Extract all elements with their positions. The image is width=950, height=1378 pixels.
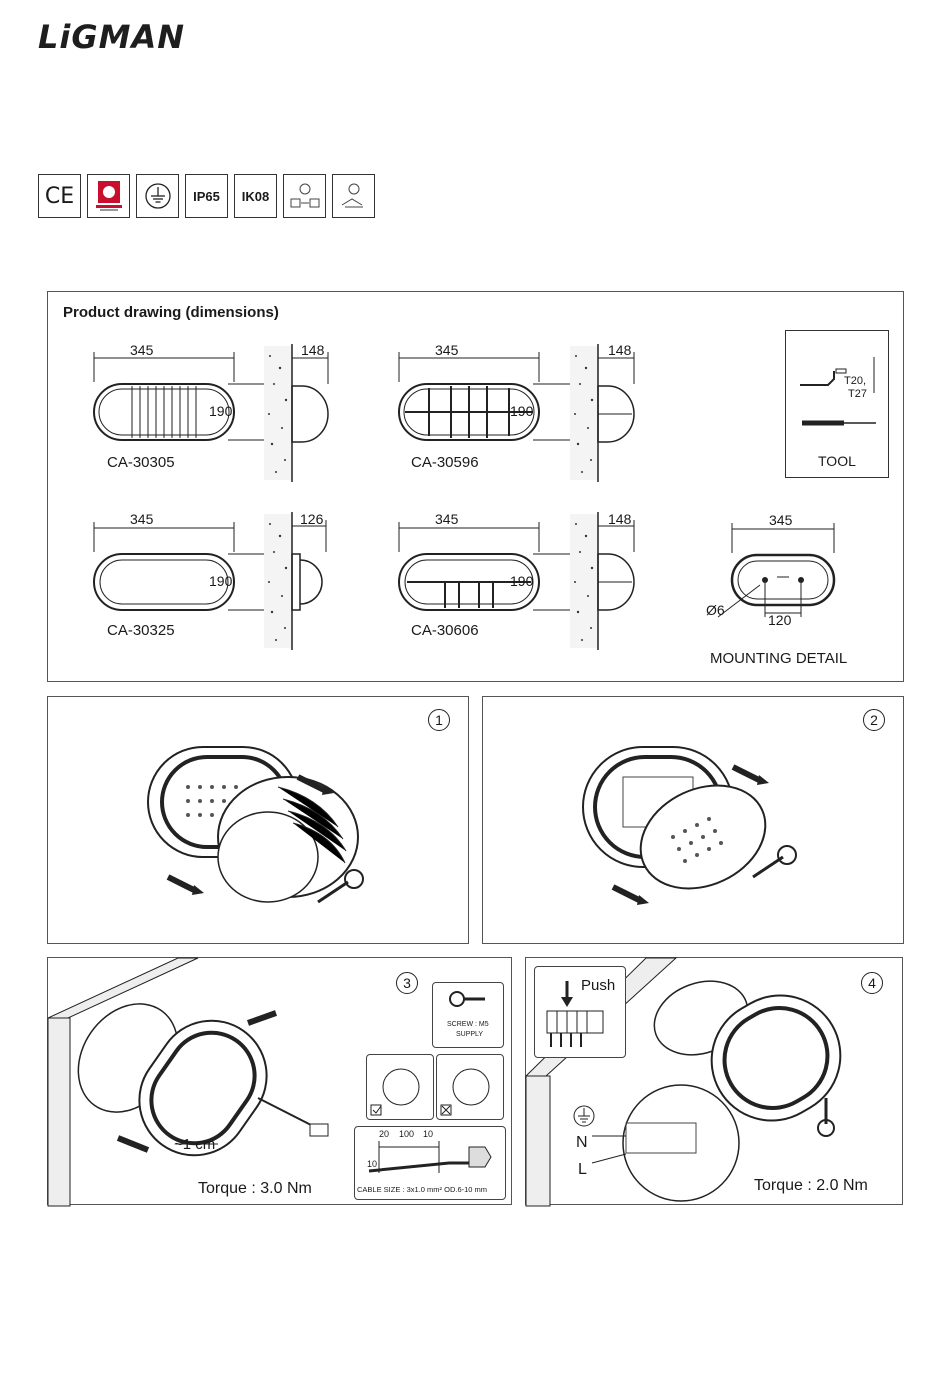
incorrect-install-box (436, 1054, 504, 1120)
strip-dim-2: 100 (399, 1129, 414, 1139)
product-3-depth: 126 (300, 511, 323, 527)
product-side-view-2 (566, 344, 646, 484)
neutral-label: N (576, 1134, 588, 1152)
cable-strip-diagram (359, 1133, 503, 1183)
mounting-spacing: 120 (768, 612, 791, 628)
tool-bit-1: T20, (844, 375, 866, 387)
certification-row: CE IP65 IK08 (38, 174, 375, 218)
product-side-view-3 (260, 512, 340, 652)
product-4-depth: 148 (608, 511, 631, 527)
strip-length-label: ~1 cm (174, 1136, 215, 1153)
step-2-number: 2 (863, 709, 885, 731)
product-1-model: CA-30305 (107, 454, 175, 471)
correct-install-box (366, 1054, 434, 1120)
mounting-width: 345 (769, 512, 792, 528)
quality-mark-icon (87, 174, 130, 218)
product-drawing-panel: Product drawing (dimensions) 345 190 CA-… (47, 291, 904, 682)
wago-connector-icon (541, 977, 621, 1053)
product-1-height: 190 (209, 403, 232, 419)
step-4-panel: 4 Push N L Torque : 2.0 Nm (525, 957, 903, 1205)
step-1-number: 1 (428, 709, 450, 731)
step-3-torque: Torque : 3.0 Nm (198, 1180, 312, 1198)
ik08-badge: IK08 (234, 174, 277, 218)
product-4-width: 345 (435, 511, 458, 527)
product-3-height: 190 (209, 573, 232, 589)
product-2-width: 345 (435, 342, 458, 358)
mounting-detail-drawing (698, 517, 898, 637)
product-front-view-2 (393, 342, 553, 462)
screw-box: SCREW : M5 SUPPLY (432, 982, 504, 1048)
cable-size-label: CABLE SIZE : 3x1.0 mm² OD.6-10 mm (357, 1185, 487, 1194)
ce-mark-icon: CE (38, 174, 81, 218)
strip-dim-3: 10 (423, 1129, 433, 1139)
product-side-view-1 (260, 344, 340, 484)
tool-label: TOOL (818, 453, 856, 469)
step-4-torque: Torque : 2.0 Nm (754, 1177, 868, 1195)
strip-dim-1: 20 (379, 1129, 389, 1139)
product-4-model: CA-30606 (411, 622, 479, 639)
tool-bit-2: T27 (848, 388, 867, 400)
mounting-icon (332, 174, 375, 218)
product-4-height: 190 (510, 573, 533, 589)
step-1-panel: 1 (47, 696, 469, 944)
hex-key-icon (796, 343, 882, 443)
push-connector-box: Push (534, 966, 626, 1058)
screw-label: SCREW : M5 (447, 1021, 489, 1028)
strip-dim-4: 10 (367, 1159, 377, 1169)
earth-ground-icon (136, 174, 179, 218)
product-3-width: 345 (130, 511, 153, 527)
step-3-panel: 3 ~1 cm Torque : 3.0 Nm SCREW : M5 SUPPL… (47, 957, 512, 1205)
product-2-height: 190 (510, 403, 533, 419)
product-1-width: 345 (130, 342, 153, 358)
install-mode-icon (283, 174, 326, 218)
mounting-detail-label: MOUNTING DETAIL (710, 650, 847, 667)
product-side-view-4 (566, 512, 646, 652)
product-2-depth: 148 (608, 342, 631, 358)
screw-icon (449, 989, 489, 1013)
section-title: Product drawing (dimensions) (63, 304, 279, 321)
product-front-view-1 (88, 342, 248, 462)
cable-strip-box: 20 100 10 10 CABLE SIZE : 3x1.0 mm² OD.6… (354, 1126, 506, 1200)
brand-logo: LiGMAN (38, 18, 185, 56)
step-2-panel: 2 (482, 696, 904, 944)
step-3-number: 3 (396, 972, 418, 994)
product-2-model: CA-30596 (411, 454, 479, 471)
mounting-hole-diameter: Ø6 (706, 602, 725, 618)
step-3-illustration (48, 958, 368, 1206)
check-icon (371, 1059, 431, 1117)
product-3-model: CA-30325 (107, 622, 175, 639)
product-front-view-3 (88, 512, 248, 632)
step-1-illustration (128, 727, 388, 927)
live-label: L (578, 1161, 587, 1179)
ground-symbol-icon (572, 1104, 596, 1128)
tool-box: T20, T27 TOOL (785, 330, 889, 478)
product-1-depth: 148 (301, 342, 324, 358)
step-2-illustration (573, 727, 833, 927)
cross-icon (441, 1059, 501, 1117)
ip65-badge: IP65 (185, 174, 228, 218)
screw-supply-label: SUPPLY (456, 1031, 483, 1038)
product-front-view-4 (393, 512, 553, 632)
